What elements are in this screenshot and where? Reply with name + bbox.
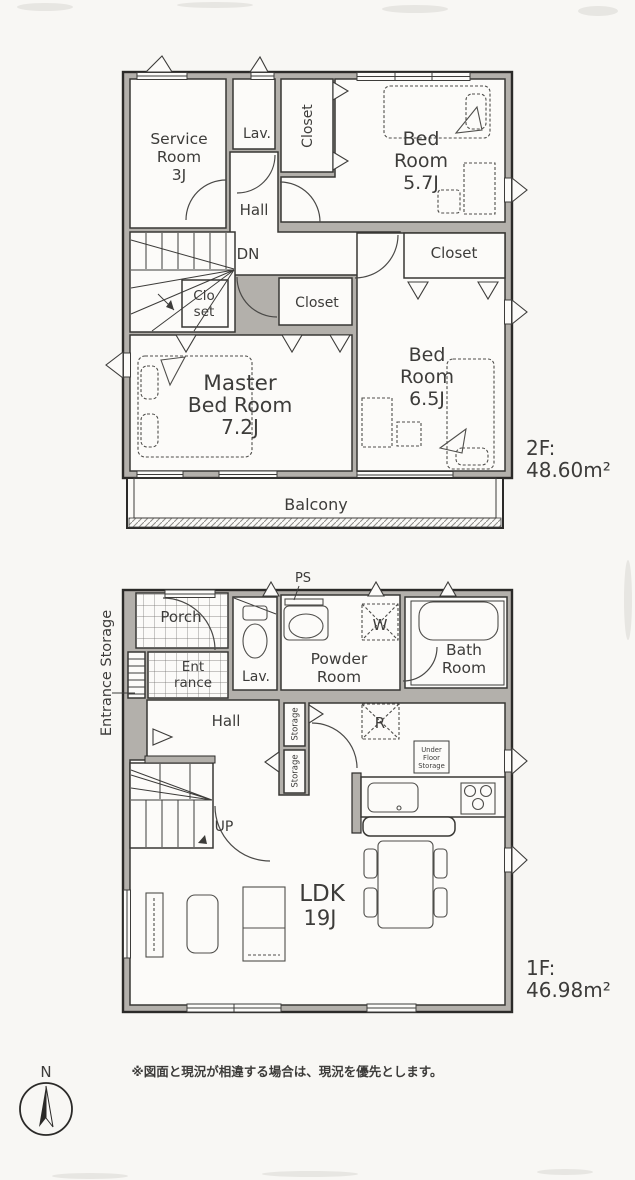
ps-leader [293, 585, 300, 601]
label-storage-upper: Storage [291, 707, 301, 740]
label-2f-area-1: 2F: [526, 436, 555, 460]
entrance-storage-shelves [128, 658, 145, 695]
entrance-tiles [148, 652, 228, 698]
floor-2f: Service Room 3J Lav. Closet Bed Room 5.7… [105, 55, 611, 529]
label-closet-small-1: Clo [193, 288, 214, 304]
label-1f-area-2: 46.98m² [526, 978, 611, 1002]
label-entrance-2: rance [174, 675, 212, 691]
label-master-1: Master [203, 371, 277, 396]
room-closet-top [280, 78, 334, 173]
furniture-1f [145, 840, 448, 962]
north-compass: N [19, 1063, 73, 1136]
stairs-2f-treads [130, 233, 235, 332]
label-ps: PS [295, 571, 311, 586]
label-up: UP [215, 819, 234, 835]
label-dn: DN [237, 245, 260, 263]
room-closet-mid [278, 277, 353, 326]
bath-inner-line [410, 600, 505, 686]
label-closet-mid: Closet [295, 295, 339, 311]
windows-1f [123, 580, 528, 1013]
doors-2f [185, 154, 399, 318]
label-bed57-2: Room [394, 150, 448, 172]
label-entrance-storage: Entrance Storage [99, 610, 115, 736]
label-powder-2: Room [317, 668, 361, 686]
label-bed65-3: 6.5J [409, 388, 445, 410]
label-ldk-1: LDK [299, 881, 346, 907]
hall-bottom-wall [144, 755, 216, 764]
label-service-3: 3J [172, 166, 186, 184]
label-balcony: Balcony [284, 495, 347, 514]
furniture-2f [137, 85, 496, 470]
closet-marks-2f [175, 81, 499, 354]
label-closet-top: Closet [300, 104, 316, 148]
windows-2f [105, 55, 528, 479]
label-porch: Porch [160, 608, 201, 626]
label-bath-2: Room [442, 659, 486, 677]
room-closet-right [403, 232, 506, 279]
room-service [129, 78, 227, 229]
north-label: N [40, 1063, 51, 1081]
compass-needle-dark [39, 1086, 46, 1127]
label-washer: W [373, 616, 388, 634]
room-bedroom-57 [280, 78, 506, 223]
label-1f-area-1: 1F: [526, 956, 555, 980]
room-closet-small [181, 279, 229, 328]
stairs-1f-arrow [198, 835, 207, 844]
porch-tiles [136, 593, 228, 648]
label-bed65-2: Room [400, 366, 454, 388]
label-service-1: Service [150, 130, 207, 148]
label-ufs-2: Floor [423, 754, 440, 762]
label-ldk-2: 19J [304, 906, 337, 930]
floor-1f: Entrance Storage Porch Ent rance Lav. PS… [99, 571, 611, 1014]
label-service-2: Room [157, 148, 201, 166]
label-ufs-1: Under [421, 746, 442, 754]
room-storage-upper [283, 702, 306, 747]
label-closet-right: Closet [431, 244, 478, 262]
label-powder-1: Powder [311, 650, 368, 668]
kitchen-counter [360, 776, 506, 837]
label-closet-small-2: set [194, 304, 215, 320]
room-lav-2f [232, 78, 276, 150]
label-bed57-3: 5.7J [403, 172, 439, 194]
stairs-2f-arrow [166, 300, 174, 310]
label-ufs-3: Storage [418, 762, 445, 770]
label-entrance-1: Ent [182, 659, 204, 675]
room-powder [280, 594, 401, 691]
label-bed57-1: Bed [403, 128, 440, 150]
room-stairs-1f [129, 762, 214, 849]
label-lav-2f: Lav. [243, 126, 271, 142]
room-lav-1f [232, 596, 278, 691]
footer: N ※図面と現況が相違する場合は、現況を優先とします。 [19, 1063, 443, 1136]
kitchen-wall-stub [351, 772, 362, 834]
disclaimer-text: ※図面と現況が相違する場合は、現況を優先とします。 [132, 1064, 443, 1079]
stairs-1f-treads [130, 764, 213, 847]
labels-2f: Service Room 3J Lav. Closet Bed Room 5.7… [150, 104, 610, 514]
scan-noise [17, 2, 632, 1179]
label-master-3: 7.2J [221, 415, 259, 439]
label-storage-lower: Storage [291, 754, 301, 787]
room-master-bedroom [129, 334, 353, 472]
balcony [126, 477, 504, 529]
label-refrigerator: R [375, 714, 385, 732]
room-bath [404, 596, 508, 689]
doors-1f [152, 597, 438, 862]
room-storage-lower [283, 749, 306, 794]
compass-needle-light [45, 1085, 54, 1128]
label-lav-1f: Lav. [242, 669, 270, 685]
label-bath-1: Bath [446, 641, 482, 659]
label-hall-2f: Hall [240, 201, 269, 219]
label-hall-1f: Hall [212, 712, 241, 730]
label-2f-area-2: 48.60m² [526, 458, 611, 482]
label-master-2: Bed Room [188, 393, 293, 417]
fixtures-1f [233, 597, 499, 774]
label-bed65-1: Bed [409, 344, 446, 366]
labels-1f: Entrance Storage Porch Ent rance Lav. PS… [99, 571, 611, 1002]
